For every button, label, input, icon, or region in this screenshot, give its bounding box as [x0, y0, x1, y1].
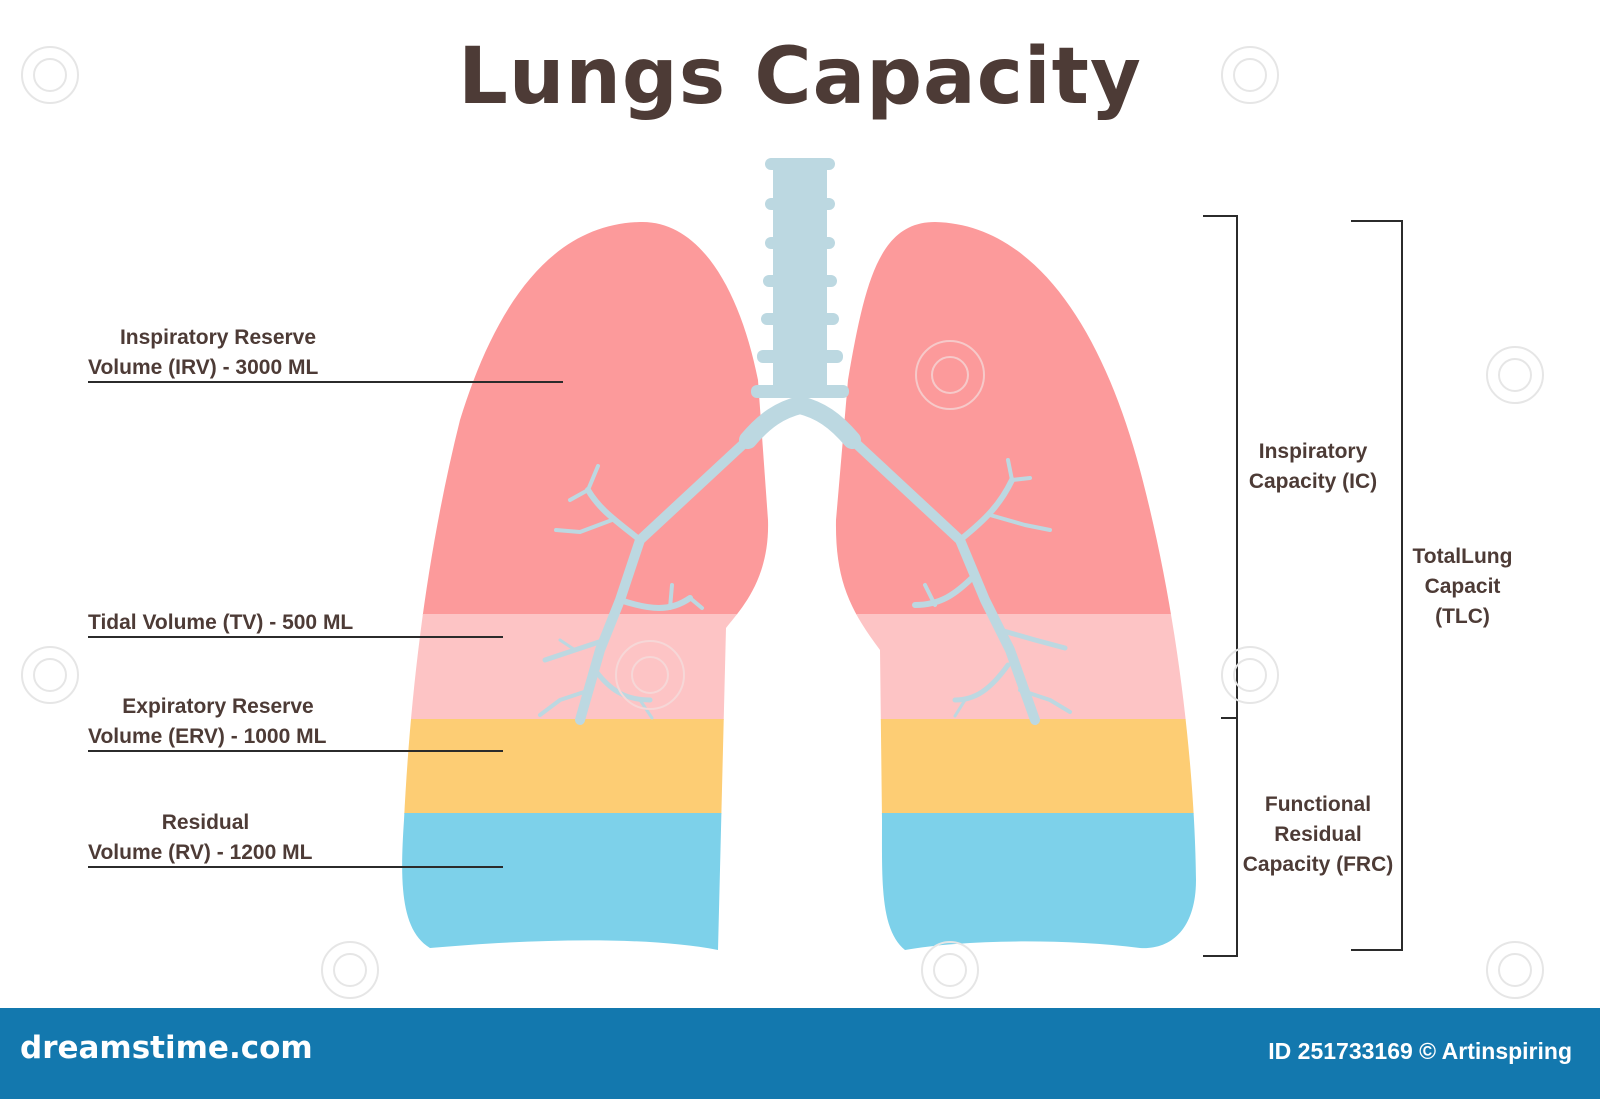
tlc-bracket — [1351, 220, 1403, 951]
irv-label: Inspiratory Reserve Volume (IRV) - 3000 … — [88, 323, 348, 383]
tlc-label: TotalLung Capacit (TLC) — [1400, 542, 1525, 632]
trachea — [751, 158, 849, 398]
tlc-label-line1: TotalLung — [1412, 545, 1513, 568]
ic-label-line2: Capacity (IC) — [1248, 470, 1378, 493]
ic-label: Inspiratory Capacity (IC) — [1228, 437, 1398, 497]
diagram-title: Lungs Capacity — [458, 32, 1142, 122]
image-credit: ID 251733169 © Artinspiring — [1268, 1038, 1572, 1064]
erv-label-line2: Volume (ERV) - 1000 ML — [88, 725, 327, 748]
footer-bar: dreamstime.com ID 251733169 © Artinspiri… — [0, 1008, 1600, 1099]
tlc-label-line2: Capacit — [1424, 575, 1501, 598]
left-lung-erv-band — [402, 719, 769, 814]
frc-label: Functional Residual Capacity (FRC) — [1228, 790, 1408, 880]
frc-label-line1: Functional — [1264, 793, 1372, 816]
dreamstime-logo[interactable]: dreamstime.com — [20, 1030, 313, 1066]
tv-label: Tidal Volume (TV) - 500 ML — [88, 608, 388, 638]
frc-label-line2: Residual — [1274, 823, 1362, 846]
rv-label-line1: Residual — [161, 811, 250, 834]
right-lung — [835, 222, 1196, 950]
right-lung-erv-band — [835, 719, 1196, 814]
bronchi — [538, 396, 1072, 725]
watermark-marks — [21, 46, 1544, 999]
tv-label-line: Tidal Volume (TV) - 500 ML — [88, 611, 354, 634]
rv-label: Residual Volume (RV) - 1200 ML — [88, 808, 323, 868]
irv-label-line1: Inspiratory Reserve — [119, 326, 317, 349]
left-lung-rv-band — [402, 813, 769, 950]
left-lung — [402, 221, 769, 950]
erv-label: Expiratory Reserve Volume (ERV) - 1000 M… — [88, 692, 348, 752]
frc-bracket — [1203, 717, 1238, 957]
frc-label-line3: Capacity (FRC) — [1242, 853, 1394, 876]
tlc-label-line3: (TLC) — [1435, 605, 1490, 628]
rv-label-line2: Volume (RV) - 1200 ML — [88, 841, 313, 864]
irv-label-line2: Volume (IRV) - 3000 ML — [88, 356, 319, 379]
capacity-brackets — [1203, 215, 1403, 957]
erv-label-line1: Expiratory Reserve — [122, 695, 314, 718]
right-lung-rv-band — [835, 813, 1196, 950]
left-lung-irv-band — [402, 221, 769, 615]
ic-label-line1: Inspiratory — [1258, 440, 1368, 463]
label-leader-lines — [88, 381, 563, 868]
right-lung-irv-band — [835, 222, 1196, 615]
